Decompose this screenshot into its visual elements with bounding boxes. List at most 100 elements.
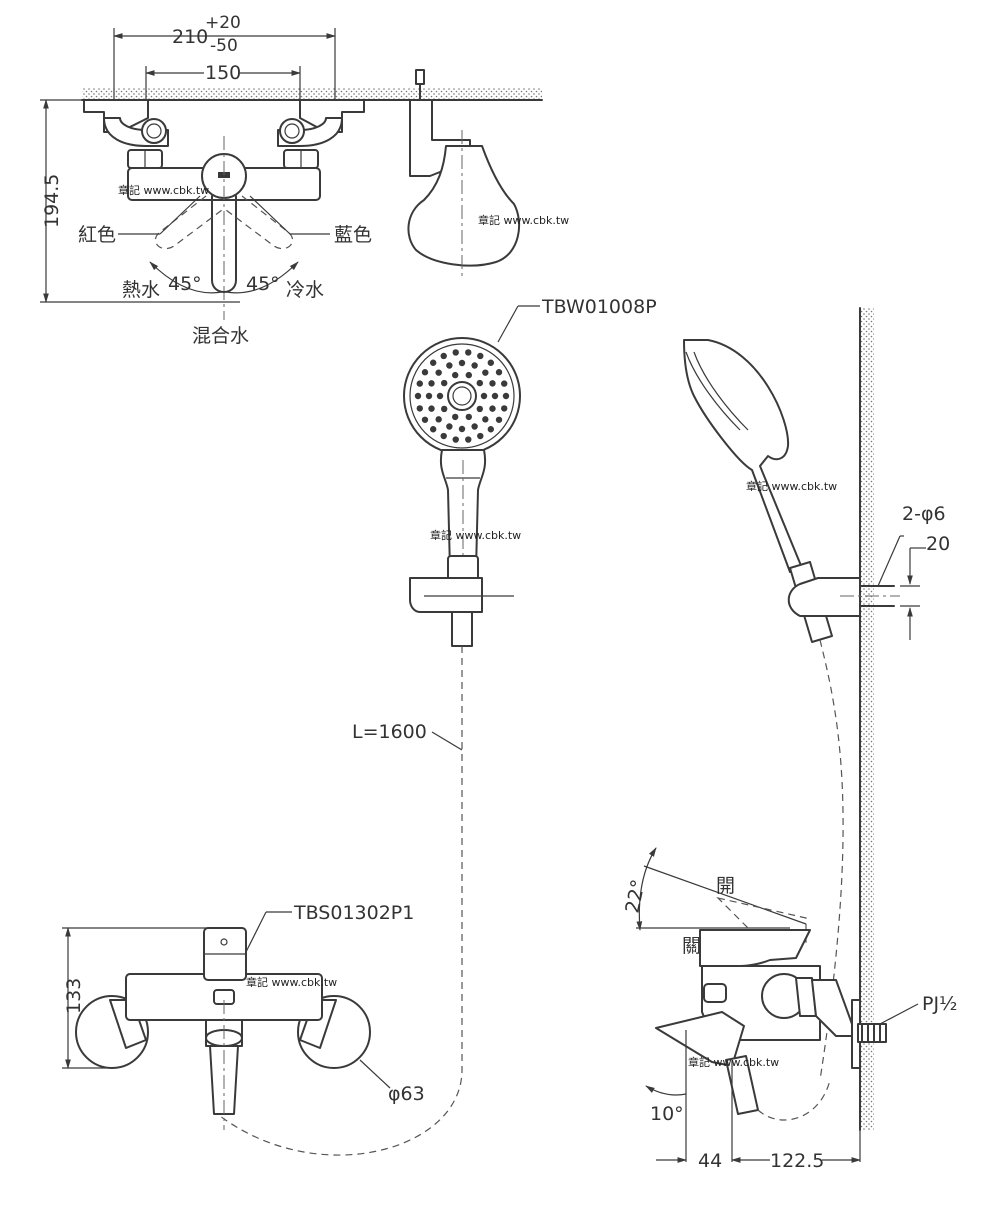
hand-shower-model: TBW01008P <box>541 296 657 318</box>
dim-height: 133 <box>63 978 85 1014</box>
nozzle-dot <box>465 371 472 379</box>
nozzle-dot <box>471 362 478 369</box>
nozzle-dot <box>428 380 435 387</box>
nozzle-dot <box>440 432 447 440</box>
wall-strip-side <box>860 308 874 1130</box>
holes-callout: 2-φ6 <box>902 503 946 525</box>
mixer-side-view: 22° 開 關 PJ½ 10° 44 122.5 <box>621 847 957 1172</box>
front-view: 133 TBS01302P1 φ63 <box>62 902 425 1130</box>
watermark: 章記 www.cbk.tw <box>688 1055 779 1069</box>
nozzle-dot <box>489 380 496 387</box>
dim-depth: 194.5 <box>41 174 63 228</box>
label-hot: 熱水 <box>122 279 160 301</box>
hand-shower: TBW01008P L=1600 <box>219 296 657 1156</box>
watermark: 章記 www.cbk.tw <box>246 975 337 989</box>
watermark: 章記 www.cbk.tw <box>430 528 521 542</box>
watermark: 章記 www.cbk.tw <box>746 479 837 493</box>
nozzle-dot <box>480 392 488 400</box>
angle-spout: 10° <box>650 1103 684 1125</box>
nozzle-dot <box>458 359 466 367</box>
nozzle-dot <box>482 369 489 376</box>
nozzle-dot <box>477 432 484 440</box>
angle-left: 45° <box>168 273 202 295</box>
label-closed: 關 <box>682 935 701 957</box>
nozzle-dot <box>495 369 503 376</box>
nozzle-dot <box>429 359 437 366</box>
nozzle-dot <box>452 413 459 421</box>
nozzle-dot <box>416 380 423 387</box>
handle-open-position <box>716 896 807 945</box>
nozzle-dot <box>414 392 422 400</box>
hand-shower-bracket <box>409 577 483 613</box>
flange-dim: φ63 <box>388 1083 425 1105</box>
watermark: 章記 www.cbk.tw <box>478 213 569 227</box>
side-hand-shower <box>683 339 803 573</box>
dim-122: 122.5 <box>770 1150 824 1172</box>
nozzle-dot <box>487 426 495 433</box>
nozzle-dot <box>416 405 423 412</box>
side-spout <box>655 1011 745 1067</box>
nozzle-dot <box>471 423 478 430</box>
nozzle-dot <box>465 436 472 443</box>
nozzle-dot <box>477 352 484 360</box>
nozzle-dot <box>425 392 433 400</box>
watermarks: 章記 www.cbk.tw 章記 www.cbk.tw 章記 www.cbk.t… <box>118 183 837 1069</box>
nozzle-dots <box>414 349 510 443</box>
hole-spacing: 20 <box>926 533 950 555</box>
nozzle-dot <box>465 349 472 356</box>
dim-width-tol-minus: -50 <box>210 36 238 56</box>
nozzle-dot <box>440 352 447 360</box>
top-view: 210 +20 -50 150 194.5 <box>40 13 543 347</box>
nozzle-dot <box>491 392 499 400</box>
nozzle-dot <box>435 369 442 376</box>
nozzle-dot <box>458 425 466 433</box>
nozzle-dot <box>482 416 489 423</box>
nozzle-dot <box>465 413 472 421</box>
side-view: 2-φ6 20 <box>683 307 950 1131</box>
dim-center-spacing: 150 <box>205 62 241 84</box>
dim-44: 44 <box>698 1150 722 1172</box>
connection-label: PJ½ <box>922 993 957 1015</box>
nozzle-dot <box>421 369 429 376</box>
hose <box>219 646 463 1156</box>
nozzle-dot <box>495 416 503 423</box>
handle-cold <box>225 195 294 250</box>
label-blue: 藍色 <box>334 224 372 246</box>
nozzle-dot <box>429 426 437 433</box>
nozzle-dot <box>452 436 459 443</box>
handle-hot <box>154 195 223 250</box>
side-handle-closed <box>699 929 811 967</box>
label-open: 開 <box>716 875 735 897</box>
nozzle-dot <box>446 362 453 369</box>
label-mixed: 混合水 <box>192 325 249 347</box>
nozzle-dot <box>487 359 495 366</box>
nozzle-dot <box>436 392 444 400</box>
nozzle-dot <box>435 416 442 423</box>
shower-head-top <box>407 145 521 267</box>
nozzle-dot <box>476 379 483 387</box>
nozzle-dot <box>501 405 508 412</box>
hose-length: L=1600 <box>352 721 427 743</box>
nozzle-dot <box>452 371 459 379</box>
nozzle-dot <box>441 379 448 387</box>
nozzle-dot <box>446 423 453 430</box>
nozzle-dot <box>428 405 435 412</box>
side-wall-bracket <box>787 577 861 617</box>
dim-width-main: 210 <box>172 26 208 48</box>
nozzle-dot <box>502 392 510 400</box>
angle-right: 45° <box>246 273 280 295</box>
label-cold: 冷水 <box>286 279 324 301</box>
handle-mixed <box>211 195 237 293</box>
angle-handle: 22° <box>621 878 650 916</box>
nozzle-dot <box>421 416 429 423</box>
front-model: TBS01302P1 <box>293 902 414 924</box>
nozzle-dot <box>501 380 508 387</box>
dim-width-tol-plus: +20 <box>205 13 241 33</box>
nozzle-dot <box>489 405 496 412</box>
nozzle-dot <box>452 349 459 356</box>
nozzle-dot <box>441 405 448 413</box>
label-red: 紅色 <box>78 224 116 246</box>
wall-strip-top <box>82 88 542 100</box>
nozzle-dot <box>476 405 483 413</box>
